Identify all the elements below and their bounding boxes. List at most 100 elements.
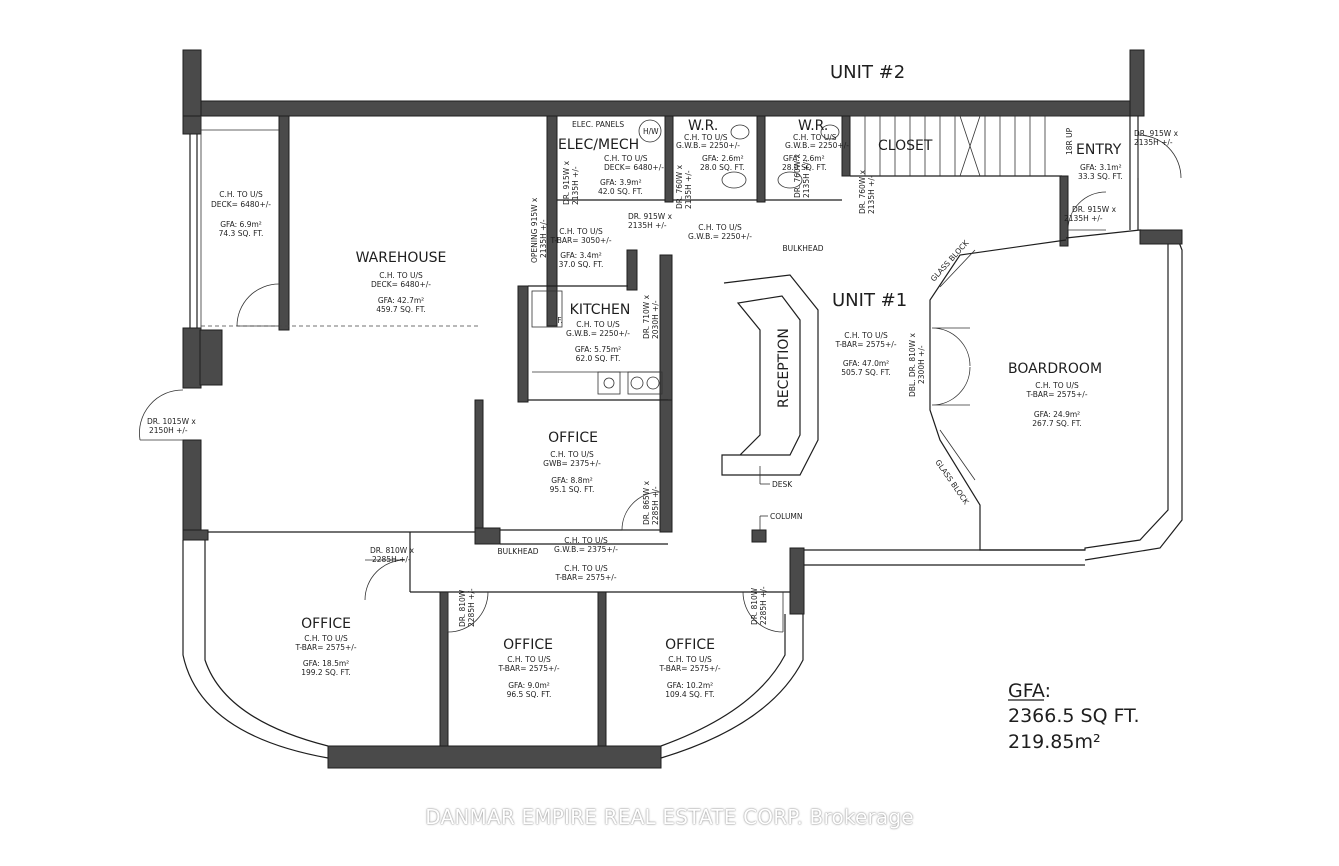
svg-text:C.H. TO U/S: C.H. TO U/S <box>559 227 603 236</box>
svg-text:W.R.: W.R. <box>798 118 828 134</box>
svg-text:G.W.B.= 2250+/-: G.W.B.= 2250+/- <box>688 232 752 241</box>
svg-text:BULKHEAD: BULKHEAD <box>497 547 538 556</box>
svg-text:2135H +/-: 2135H +/- <box>1134 138 1173 147</box>
svg-text:74.3 SQ. FT.: 74.3 SQ. FT. <box>219 229 264 238</box>
svg-text:T-BAR= 2575+/-: T-BAR= 2575+/- <box>497 664 559 673</box>
svg-text:2300H +/-: 2300H +/- <box>917 345 926 384</box>
svg-text:WAREHOUSE: WAREHOUSE <box>356 250 447 266</box>
elec-mech-room: ELEC. PANELS H/W ELEC/MECH C.H. TO U/S D… <box>558 120 664 196</box>
svg-text:T-BAR= 2575+/-: T-BAR= 2575+/- <box>554 573 616 582</box>
svg-text:C.H. TO U/S: C.H. TO U/S <box>219 190 263 199</box>
svg-text:DR. 915W x: DR. 915W x <box>1072 205 1117 214</box>
hall-area: C.H. TO U/S T-BAR= 3050+/- GFA: 3.4m² 37… <box>549 227 611 269</box>
svg-text:BULKHEAD: BULKHEAD <box>782 244 823 253</box>
svg-text:2135H +/-: 2135H +/- <box>684 170 693 209</box>
svg-text:C.H. TO U/S: C.H. TO U/S <box>564 536 608 545</box>
svg-text:GFA: 2.6m²: GFA: 2.6m² <box>783 154 825 163</box>
svg-text:C.H. TO U/S: C.H. TO U/S <box>304 634 348 643</box>
svg-text:OFFICE: OFFICE <box>301 616 351 632</box>
svg-text:H/W: H/W <box>643 127 659 136</box>
svg-text:GFA: 42.7m²: GFA: 42.7m² <box>378 296 424 305</box>
svg-text:W.R.: W.R. <box>688 118 718 134</box>
svg-text:95.1 SQ. FT.: 95.1 SQ. FT. <box>550 485 595 494</box>
svg-text:DR. 760W x: DR. 760W x <box>675 164 684 209</box>
svg-text:KITCHEN: KITCHEN <box>570 302 631 318</box>
svg-text:267.7 SQ. FT.: 267.7 SQ. FT. <box>1032 419 1082 428</box>
svg-text:C.H. TO U/S: C.H. TO U/S <box>379 271 423 280</box>
svg-text:DR. 810W: DR. 810W <box>750 587 759 625</box>
svg-text:ELEC/MECH: ELEC/MECH <box>558 137 639 153</box>
svg-text:T-BAR= 2575+/-: T-BAR= 2575+/- <box>658 664 720 673</box>
reception-desk <box>721 274 819 485</box>
svg-text:33.3 SQ. FT.: 33.3 SQ. FT. <box>1078 172 1123 181</box>
svg-text:C.H. TO U/S: C.H. TO U/S <box>576 320 620 329</box>
svg-text:OFFICE: OFFICE <box>665 637 715 653</box>
svg-text:T-BAR= 2575+/-: T-BAR= 2575+/- <box>834 340 896 349</box>
kitchen-room: KITCHEN C.H. TO U/S G.W.B.= 2250+/- GFA:… <box>557 302 630 363</box>
svg-text:199.2 SQ. FT.: 199.2 SQ. FT. <box>301 668 351 677</box>
svg-text:505.7 SQ. FT.: 505.7 SQ. FT. <box>841 368 891 377</box>
svg-text:2366.5 SQ FT.: 2366.5 SQ FT. <box>1008 705 1140 727</box>
corridor-bottom: C.H. TO U/S G.W.B.= 2375+/- C.H. TO U/S … <box>497 536 618 582</box>
svg-text:G.W.B.= 2250+/-: G.W.B.= 2250+/- <box>676 141 740 150</box>
stairs <box>850 115 1060 177</box>
svg-text:2150H +/-: 2150H +/- <box>149 426 188 435</box>
svg-text:G.W.B.= 2250+/-: G.W.B.= 2250+/- <box>566 329 630 338</box>
svg-text:ELEC. PANELS: ELEC. PANELS <box>572 120 624 129</box>
washroom-1: W.R. C.H. TO U/S G.W.B.= 2250+/- GFA: 2.… <box>676 118 745 172</box>
column-marker <box>751 529 767 543</box>
washroom-2: W.R. C.H. TO U/S G.W.B.= 2250+/- GFA: 2.… <box>782 118 849 172</box>
svg-text:2135H +/-: 2135H +/- <box>802 159 811 198</box>
svg-text:DR. 760W x: DR. 760W x <box>858 169 867 214</box>
svg-text:459.7 SQ. FT.: 459.7 SQ. FT. <box>376 305 426 314</box>
svg-text:DR. 865W x: DR. 865W x <box>642 480 651 525</box>
svg-text:F.: F. <box>557 316 563 325</box>
offices-bottom <box>139 389 1085 759</box>
corridor-top: C.H. TO U/S G.W.B.= 2250+/- BULKHEAD <box>688 223 824 253</box>
unit-1-label: UNIT #1 <box>832 290 907 311</box>
svg-text:28.0 SQ. FT.: 28.0 SQ. FT. <box>782 163 827 172</box>
svg-text:2030H +/-: 2030H +/- <box>651 300 660 339</box>
svg-text:DR. 915W x: DR. 915W x <box>628 212 673 221</box>
svg-text:T-BAR= 3050+/-: T-BAR= 3050+/- <box>549 236 611 245</box>
svg-text:C.H. TO U/S: C.H. TO U/S <box>550 450 594 459</box>
warehouse-room: WAREHOUSE C.H. TO U/S DECK= 6480+/- GFA:… <box>356 250 447 314</box>
svg-text:DR. 915W x: DR. 915W x <box>562 160 571 205</box>
svg-text:28.0 SQ. FT.: 28.0 SQ. FT. <box>700 163 745 172</box>
svg-text:DBL. DR. 810W x: DBL. DR. 810W x <box>908 333 917 397</box>
svg-text:C.H. TO U/S: C.H. TO U/S <box>507 655 551 664</box>
svg-text:GFA: 24.9m²: GFA: 24.9m² <box>1034 410 1080 419</box>
svg-text:C.H. TO U/S: C.H. TO U/S <box>793 133 837 142</box>
svg-text:96.5 SQ. FT.: 96.5 SQ. FT. <box>507 690 552 699</box>
svg-text:GFA: 18.5m²: GFA: 18.5m² <box>303 659 349 668</box>
svg-text:DR. 1015W x: DR. 1015W x <box>147 417 196 426</box>
svg-text:2135H +/-: 2135H +/- <box>539 219 548 258</box>
svg-text:GFA: 2.6m²: GFA: 2.6m² <box>702 154 744 163</box>
svg-text:OFFICE: OFFICE <box>548 430 598 446</box>
svg-text:GFA: 10.2m²: GFA: 10.2m² <box>667 681 713 690</box>
svg-text:2285H +/-: 2285H +/- <box>759 586 768 625</box>
office-2: OFFICE C.H. TO U/S T-BAR= 2575+/- GFA: 9… <box>497 637 559 699</box>
svg-text:DR. 915W x: DR. 915W x <box>1134 129 1179 138</box>
svg-text:37.0 SQ. FT.: 37.0 SQ. FT. <box>559 260 604 269</box>
svg-text:GFA: 6.9m²: GFA: 6.9m² <box>220 220 262 229</box>
svg-text:T-BAR= 2575+/-: T-BAR= 2575+/- <box>294 643 356 652</box>
svg-text:GFA: 3.1m²: GFA: 3.1m² <box>1080 163 1122 172</box>
svg-text:62.0 SQ. FT.: 62.0 SQ. FT. <box>576 354 621 363</box>
entry-room: ENTRY GFA: 3.1m² 33.3 SQ. FT. 18R UP <box>1065 127 1123 181</box>
svg-text:DR. 710W x: DR. 710W x <box>642 294 651 339</box>
svg-text:18R UP: 18R UP <box>1065 127 1074 155</box>
svg-text:DR. 810W x: DR. 810W x <box>370 546 415 555</box>
svg-text:DR. 760W x: DR. 760W x <box>793 153 802 198</box>
svg-text:GFA: 47.0m²: GFA: 47.0m² <box>843 359 889 368</box>
svg-text:2285H +/-: 2285H +/- <box>467 588 476 627</box>
exterior-walls <box>182 49 1145 769</box>
kitchen-office-block <box>474 249 673 545</box>
svg-text:C.H. TO U/S: C.H. TO U/S <box>684 133 728 142</box>
svg-text:C.H. TO U/S: C.H. TO U/S <box>698 223 742 232</box>
svg-text:C.H. TO U/S: C.H. TO U/S <box>844 331 888 340</box>
svg-text:DR. 810W: DR. 810W <box>458 589 467 627</box>
svg-text:DECK= 6480+/-: DECK= 6480+/- <box>211 200 271 209</box>
svg-text:C.H. TO U/S: C.H. TO U/S <box>564 564 608 573</box>
svg-text:GFA:: GFA: <box>1008 680 1051 702</box>
